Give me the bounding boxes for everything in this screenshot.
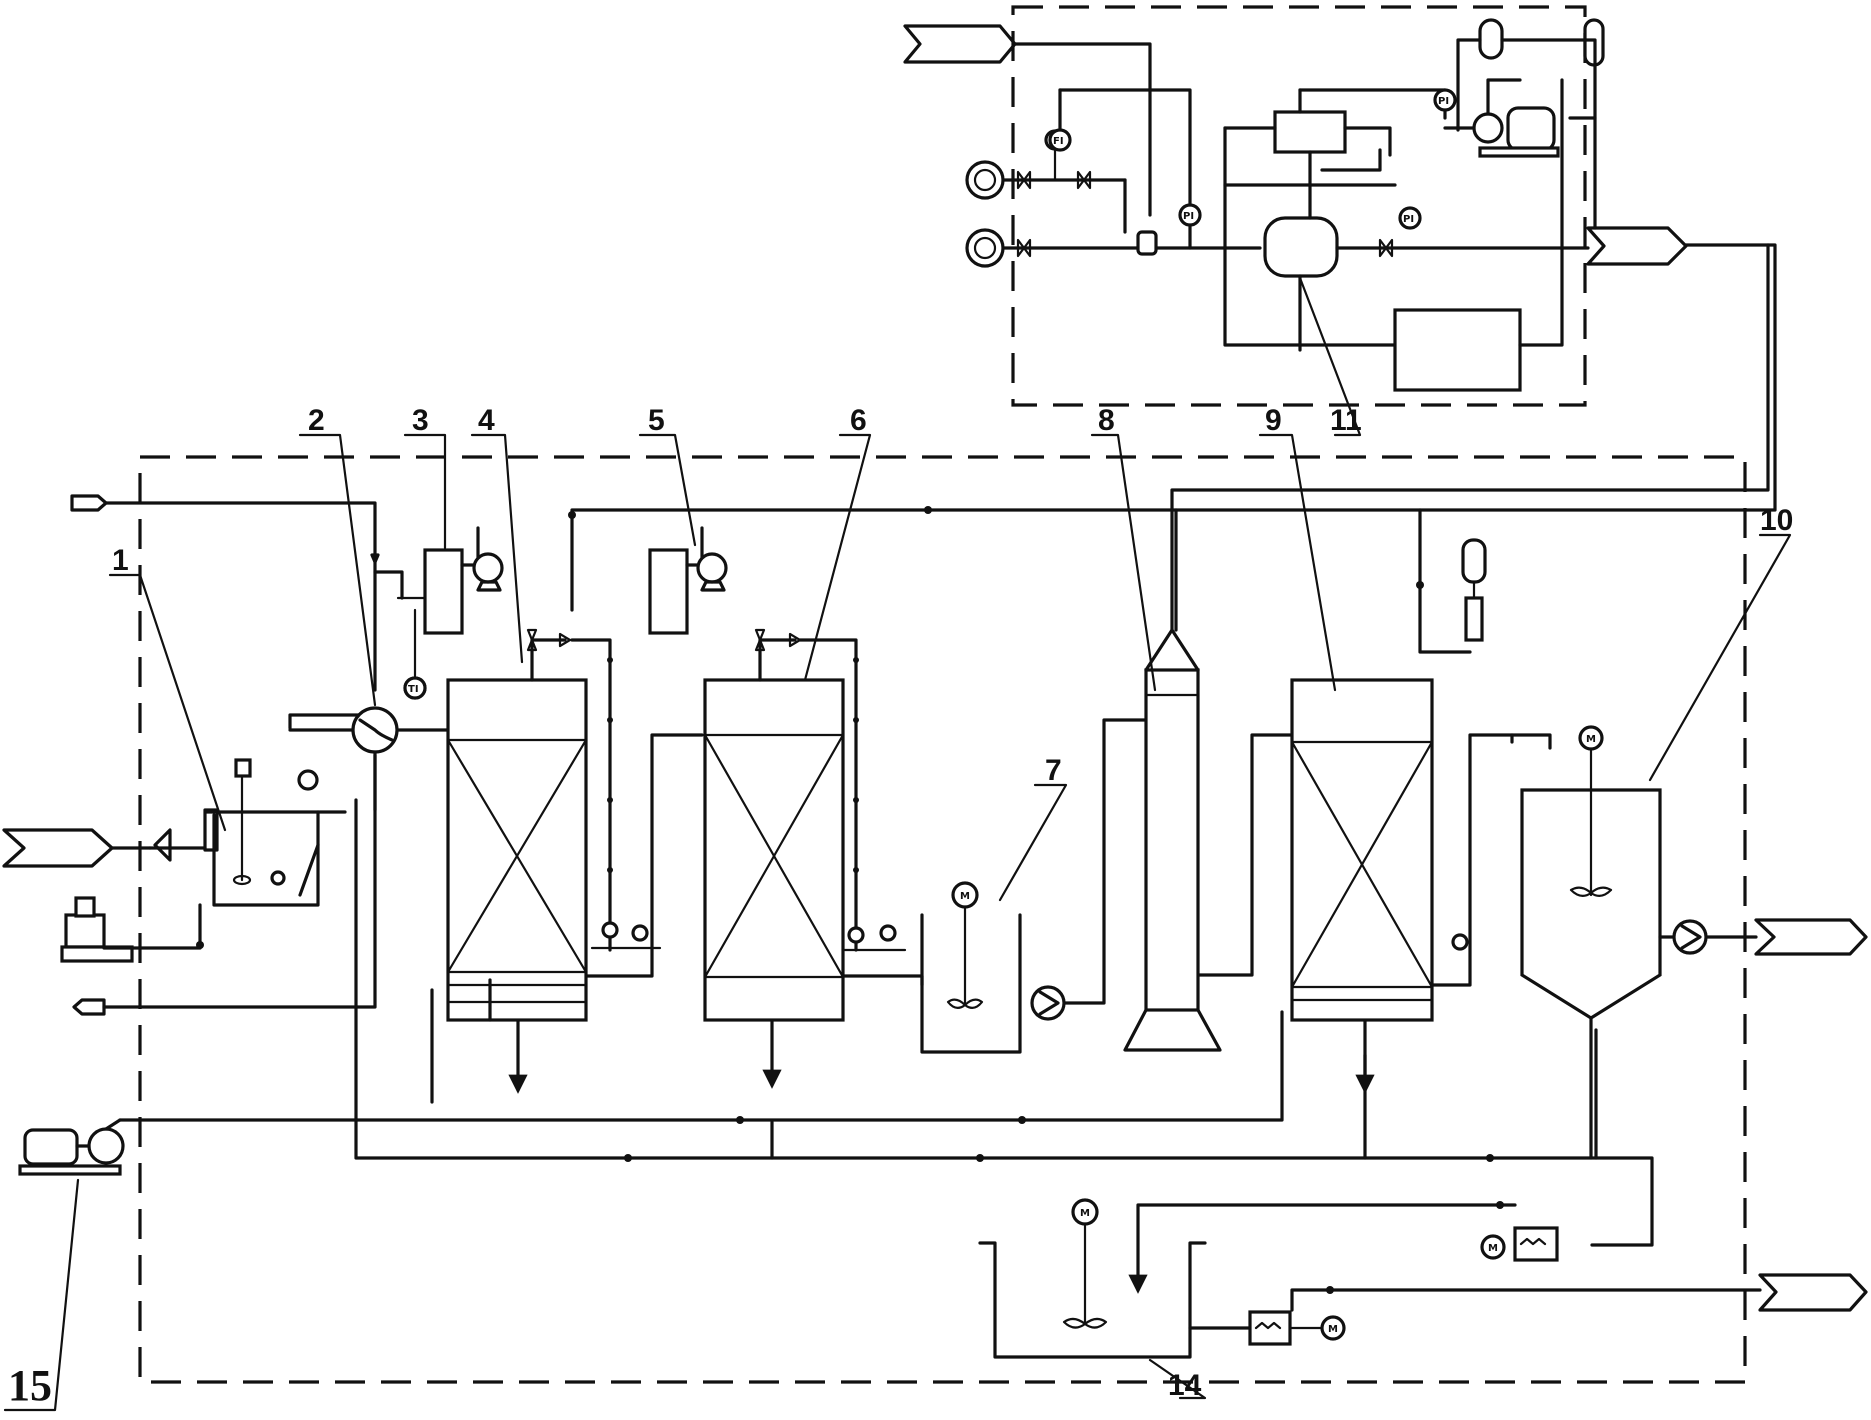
pi-tag-3: PI (1403, 214, 1414, 225)
pi-tag-2: PI (1438, 96, 1449, 107)
left-outlet-arrow (72, 998, 106, 1016)
label-10: 10 (1760, 504, 1793, 537)
main-piping (102, 243, 1777, 1330)
pi-tag-1: PI (1183, 211, 1194, 222)
label-4: 4 (478, 404, 495, 437)
equipment-10-conical-tank: M (1520, 725, 1708, 1160)
main-system-boundary (138, 455, 1747, 1384)
motor-tag-14: M (1080, 1208, 1090, 1219)
reference-numerals: 1 2 3 4 5 6 7 8 9 10 11 14 15 (8, 404, 1793, 1410)
label-5: 5 (648, 404, 665, 437)
gas-outlet-connector (1586, 226, 1688, 266)
instrument-tags: FI PI PI PI TI (403, 88, 1457, 700)
label-1: 1 (112, 544, 129, 577)
motor-tag-14c: M (1488, 1243, 1498, 1254)
equipment-14-sludge-tank: M M M (978, 1198, 1559, 1359)
gas-inlet-connector (903, 24, 1017, 64)
equipment-9-column (1290, 538, 1487, 1022)
sludge-outlet-connector (1758, 1273, 1868, 1312)
motor-tag-10: M (1586, 734, 1596, 745)
label-7: 7 (1045, 754, 1062, 787)
label-6: 6 (850, 404, 867, 437)
equipment-7-mix-tank: M (920, 881, 1066, 1054)
equipment-3-dosing-unit (373, 526, 504, 635)
equipment-8-tower (1123, 628, 1222, 1052)
label-3: 3 (412, 404, 429, 437)
gas-supply-boundary (1011, 5, 1587, 407)
equipment-4-column (446, 628, 662, 1022)
flow-markers (568, 506, 1504, 1294)
motor-tag-14b: M (1328, 1324, 1338, 1335)
label-14: 14 (1168, 1369, 1202, 1402)
top-left-inlet-arrow (70, 494, 108, 512)
equipment-11-gas-supply (965, 18, 1605, 392)
ti-tag-1: TI (408, 684, 419, 695)
product-outlet-connector (1754, 918, 1868, 956)
equipment-6-column (703, 628, 907, 1022)
feed-inlet-connector (2, 828, 152, 868)
label-15: 15 (8, 1361, 52, 1410)
equipment-5-dosing-unit (648, 526, 728, 635)
label-11: 11 (1330, 404, 1362, 437)
leader-lines (3, 276, 1792, 1412)
fi-tag-1: FI (1053, 136, 1064, 147)
label-8: 8 (1098, 404, 1115, 437)
label-9: 9 (1265, 404, 1282, 437)
motor-tag-7: M (960, 891, 970, 902)
label-2: 2 (308, 404, 325, 437)
equipment-15-blower (18, 1118, 125, 1176)
equipment-1-tank (60, 758, 347, 963)
